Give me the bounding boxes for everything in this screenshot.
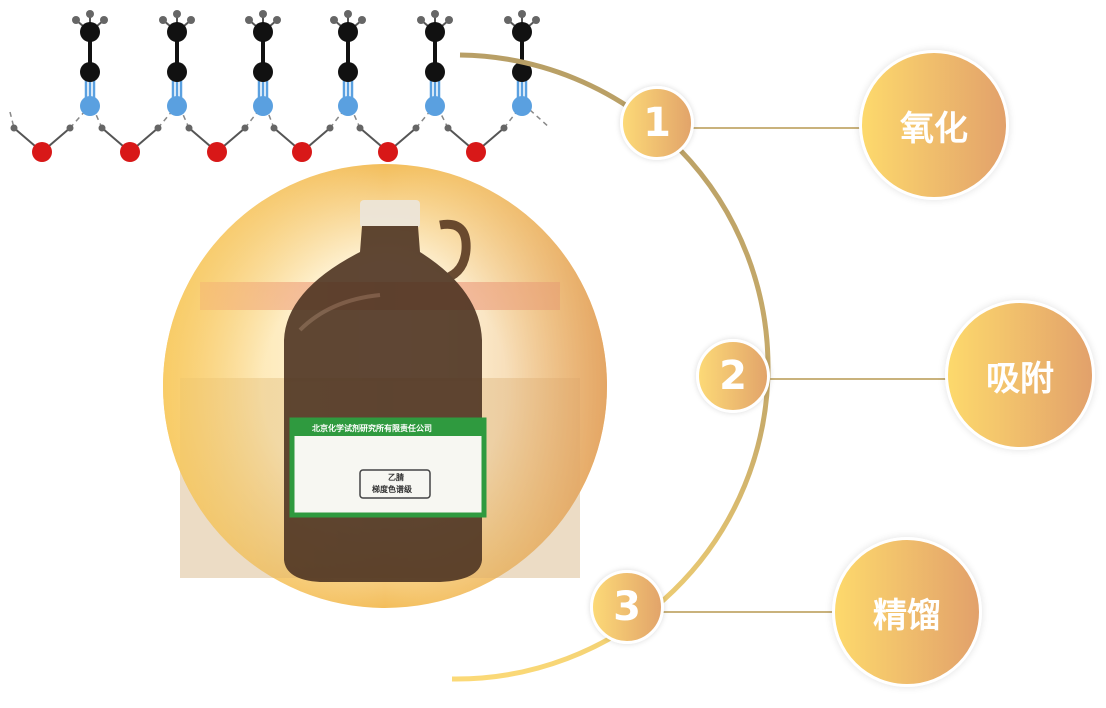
hydrogen-atom [154,124,162,132]
hydrogen-atom [532,16,540,24]
hydrogen-atom [270,124,278,132]
step-distillation: 精馏 [832,537,982,687]
hydrogen-atom [417,16,425,24]
hydrogen-atom [241,124,249,132]
hydrogen-atom [326,124,334,132]
hydrogen-atom [159,16,167,24]
carbon-atom [80,22,100,42]
step-adsorption: 吸附 [945,300,1095,450]
hydrogen-atom [412,124,420,132]
nitrogen-atom [253,96,273,116]
carbon-atom [253,62,273,82]
carbon-atom [425,62,445,82]
nitrogen-atom [167,96,187,116]
hydrogen-atom [245,16,253,24]
hydrogen-atom [185,124,193,132]
acetonitrile-water-molecule-diagram [9,10,551,162]
hydrogen-atom [10,124,18,132]
connector-line-1 [690,127,865,129]
hydrogen-atom [98,124,106,132]
hydrogen-atom [330,16,338,24]
hydrogen-atom [273,16,281,24]
hydrogen-atom [187,16,195,24]
hydrogen-atom [518,10,526,18]
bottle-label-product: 乙腈 [388,473,404,482]
hydrogen-atom [431,10,439,18]
step-number-2: 2 [696,339,770,413]
carbon-atom [338,62,358,82]
connector-line-3 [660,611,838,613]
nitrogen-atom [80,96,100,116]
oxygen-atom [378,142,398,162]
step-oxidation: 氧化 [859,50,1009,200]
carbon-atom [167,22,187,42]
bottle-label-grade: 梯度色谱级 [372,485,412,494]
hydrogen-atom [66,124,74,132]
connector-line-2 [766,378,951,380]
step-number-3: 3 [590,570,664,644]
carbon-atom [338,22,358,42]
hydrogen-atom [444,124,452,132]
hydrogen-atom [86,10,94,18]
oxygen-atom [120,142,140,162]
hydrogen-atom [100,16,108,24]
bottle-label-company: 北京化学试剂研究所有限责任公司 [312,424,432,433]
step-number-1: 1 [620,86,694,160]
carbon-atom [253,22,273,42]
hydrogen-atom [445,16,453,24]
oxygen-atom [466,142,486,162]
oxygen-atom [207,142,227,162]
hydrogen-atom [500,124,508,132]
carbon-atom [512,62,532,82]
carbon-atom [512,22,532,42]
hydrogen-atom [358,16,366,24]
nitrogen-atom [338,96,358,116]
oxygen-atom [32,142,52,162]
hydrogen-atom [344,10,352,18]
hydrogen-atom [72,16,80,24]
carbon-atom [167,62,187,82]
hydrogen-atom [504,16,512,24]
carbon-atom [80,62,100,82]
hydrogen-atom [173,10,181,18]
hydrogen-atom [259,10,267,18]
oxygen-atom [292,142,312,162]
hydrogen-atom [356,124,364,132]
nitrogen-atom [425,96,445,116]
carbon-atom [425,22,445,42]
nitrogen-atom [512,96,532,116]
